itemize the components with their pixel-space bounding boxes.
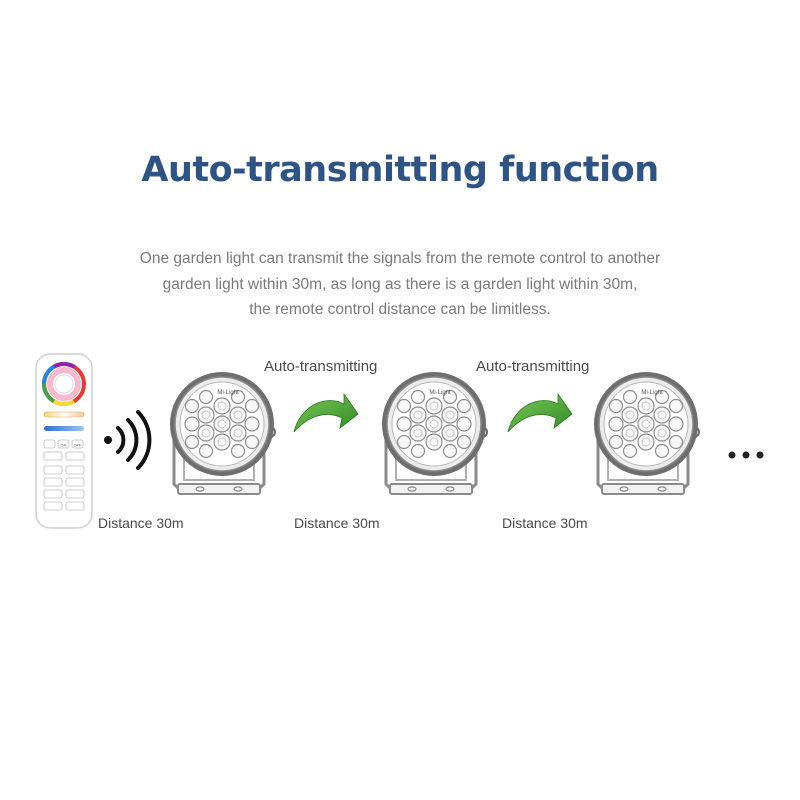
distance-label-3: Distance 30m	[502, 515, 588, 531]
description: One garden light can transmit the signal…	[80, 246, 720, 323]
description-line-3: the remote control distance can be limit…	[249, 301, 551, 318]
remote-on-label: ON	[61, 443, 67, 448]
garden-light-icon-2: Mi·Light	[380, 370, 489, 496]
description-line-2: garden light within 30m, as long as ther…	[162, 275, 638, 293]
light-brand-3: Mi·Light	[641, 390, 663, 396]
green-arrow-icon-1	[293, 393, 359, 433]
auto-transmitting-label-2: Auto-transmitting	[476, 358, 590, 375]
remote-control-icon: ON OFF	[35, 353, 93, 529]
more-dots-icon	[728, 451, 764, 459]
distance-label-2: Distance 30m	[294, 515, 380, 531]
description-line-1: One garden light can transmit the signal…	[139, 250, 661, 267]
green-arrow-icon-2	[507, 393, 573, 433]
page-title: Auto-transmitting function	[141, 150, 659, 190]
garden-light-icon-3: Mi·Light	[592, 370, 701, 496]
remote-off-label: OFF	[74, 443, 83, 448]
garden-light-icon-1: Mi·Light	[168, 370, 277, 496]
light-brand-2: Mi·Light	[429, 390, 451, 396]
auto-transmitting-label-1: Auto-transmitting	[264, 358, 378, 375]
light-brand-1: Mi·Light	[217, 390, 239, 396]
wireless-signal-icon	[104, 410, 152, 470]
distance-label-1: Distance 30m	[98, 515, 184, 531]
